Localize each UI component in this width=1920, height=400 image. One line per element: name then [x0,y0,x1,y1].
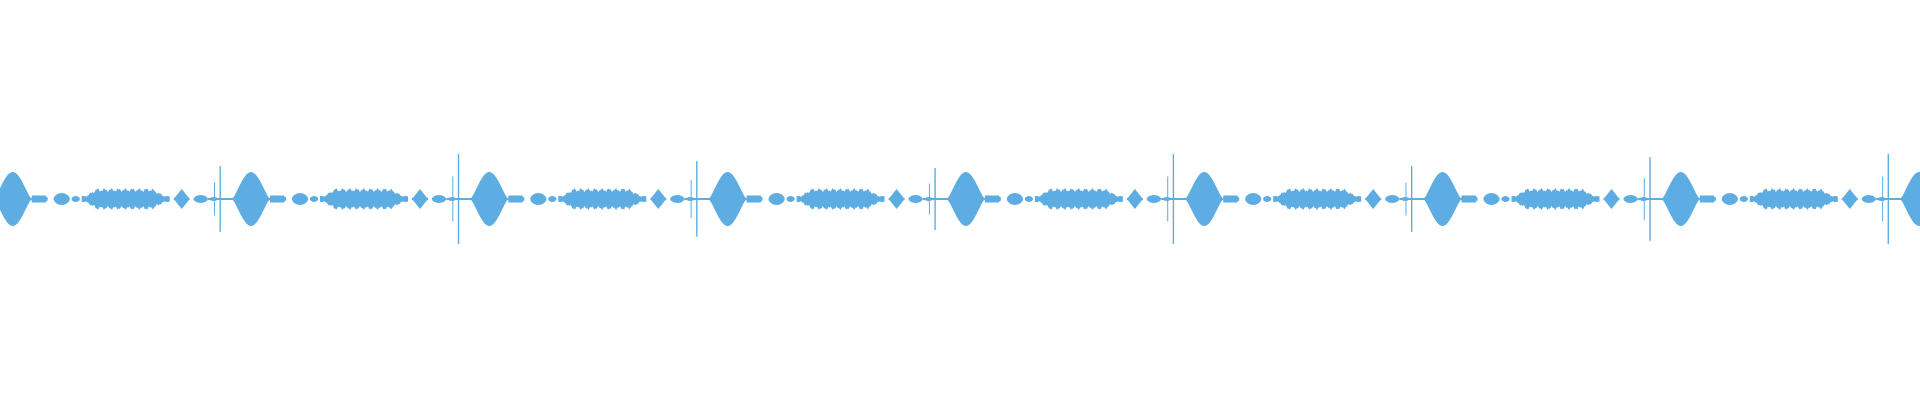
syllable-tail [508,195,525,203]
syllable-peak [1900,172,1920,226]
click-spike [1172,154,1175,244]
sustained-segment [1749,187,1838,211]
baseline-segment [922,198,949,200]
short-burst [1263,196,1272,202]
click-spike [1887,154,1889,244]
click-spike [1411,166,1413,232]
short-burst [1623,195,1638,203]
baseline-segment [446,198,473,200]
short-burst [786,196,795,202]
syllable-peak [0,172,32,226]
syllable-tail [746,195,763,203]
click-spike-minor [1167,176,1169,222]
short-burst [412,189,428,209]
short-burst [1483,193,1500,205]
short-burst [888,189,905,209]
syllable-peak [470,172,509,226]
short-burst [292,193,308,205]
baseline-segment [1399,198,1426,200]
syllable-tail [31,195,48,203]
click-spike [219,166,221,232]
short-burst [1006,193,1023,205]
syllable-peak [1185,172,1224,226]
sustained-segment [320,187,408,211]
click-spike [457,154,460,244]
short-burst [1385,195,1400,203]
short-burst [530,193,547,205]
syllable-peak [708,172,747,226]
short-burst [1841,189,1858,209]
baseline-segment [208,198,234,200]
syllable-tail [984,195,1001,203]
baseline-segment [684,198,711,200]
short-burst [173,189,190,209]
short-burst [670,195,685,203]
click-spike-minor [452,176,454,222]
click-spike-minor [928,183,930,215]
short-burst [908,195,923,203]
short-burst [1126,189,1143,209]
syllable-tail [1461,195,1478,203]
click-spike-minor [1882,176,1884,222]
click-spike-minor [214,182,215,216]
syllable-tail [270,195,286,203]
short-burst [1245,193,1262,205]
short-burst [548,196,557,202]
syllable-peak [1661,172,1700,226]
click-spike [1649,157,1651,241]
sustained-segment [1511,187,1600,211]
short-burst [1146,195,1161,203]
short-burst [1603,189,1620,209]
baseline-segment [1161,198,1188,200]
short-burst [768,193,785,205]
sustained-segment [1034,187,1123,211]
short-burst [193,195,208,203]
short-burst [650,189,667,209]
baseline-segment [1637,198,1664,200]
baseline-segment [1876,198,1903,200]
sustained-segment [558,187,647,211]
sustained-segment [81,187,170,211]
click-spike-minor [690,180,692,218]
sustained-segment [796,187,885,211]
click-spike [696,161,698,237]
syllable-peak [1423,172,1462,226]
syllable-tail [1223,195,1240,203]
short-burst [310,196,318,202]
click-spike-minor [1405,182,1407,216]
sustained-segment [1273,187,1362,211]
syllable-peak [232,172,270,226]
click-spike-minor [1643,178,1645,220]
short-burst [432,195,446,203]
short-burst [1365,189,1382,209]
short-burst [71,196,80,202]
syllable-peak [946,172,985,226]
short-burst [1024,196,1033,202]
short-burst [1501,196,1510,202]
syllable-tail [1699,195,1716,203]
short-burst [1721,193,1738,205]
short-burst [53,193,70,205]
short-burst [1739,196,1748,202]
short-burst [1861,195,1876,203]
click-spike [934,167,936,231]
